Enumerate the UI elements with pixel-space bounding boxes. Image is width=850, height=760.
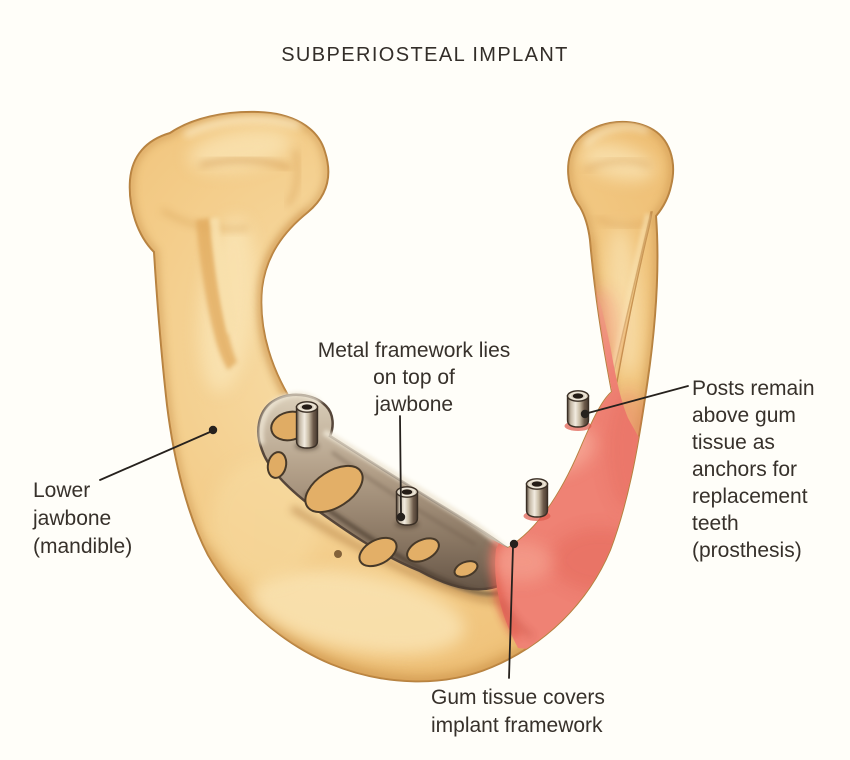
label-line: Metal framework lies bbox=[317, 339, 511, 362]
label-line: Gum tissue covers bbox=[431, 686, 605, 709]
label-line: implant framework bbox=[431, 714, 603, 737]
leader-posts bbox=[580, 385, 689, 419]
leader-gum-tissue bbox=[508, 539, 519, 679]
framework-window bbox=[406, 537, 440, 563]
implant-post-framework-2 bbox=[395, 486, 419, 529]
label-line: teeth bbox=[692, 512, 739, 535]
label-line: replacement bbox=[692, 485, 808, 508]
implant-post-gum-2 bbox=[523, 478, 551, 521]
left-ramus-crest bbox=[196, 218, 237, 370]
label-line: Posts remain bbox=[692, 377, 815, 400]
label-line: tissue as bbox=[692, 431, 775, 454]
diagram-title: SUBPERIOSTEAL IMPLANT bbox=[281, 44, 569, 66]
label-line: (prosthesis) bbox=[692, 539, 802, 562]
label-line: jawbone bbox=[374, 393, 454, 416]
label-line: above gum bbox=[692, 404, 796, 427]
label-line: jawbone bbox=[33, 507, 112, 530]
label-lower-jawbone: Lower jawbone (mandible) bbox=[33, 477, 132, 561]
label-line: anchors for bbox=[692, 458, 798, 481]
framework-window bbox=[358, 536, 398, 568]
label-gum-tissue: Gum tissue covers implant framework bbox=[431, 684, 605, 740]
label-posts: Posts remain above gum tissue as anchors… bbox=[692, 375, 815, 564]
label-line: Lower bbox=[33, 479, 91, 502]
metal-framework bbox=[257, 392, 516, 596]
label-metal-framework: Metal framework lies on top of jawbone bbox=[288, 337, 540, 418]
leader-lower-jawbone bbox=[99, 425, 218, 481]
framework-window bbox=[266, 451, 288, 479]
implant-post-gum-1 bbox=[564, 390, 592, 431]
implant-post-framework-1 bbox=[295, 401, 319, 451]
mental-foramen bbox=[334, 550, 342, 558]
label-line: (mandible) bbox=[33, 535, 133, 558]
label-line: on top of bbox=[373, 366, 455, 389]
framework-window bbox=[304, 464, 364, 514]
leader-metal-framework bbox=[396, 415, 406, 522]
framework-window bbox=[453, 560, 479, 578]
